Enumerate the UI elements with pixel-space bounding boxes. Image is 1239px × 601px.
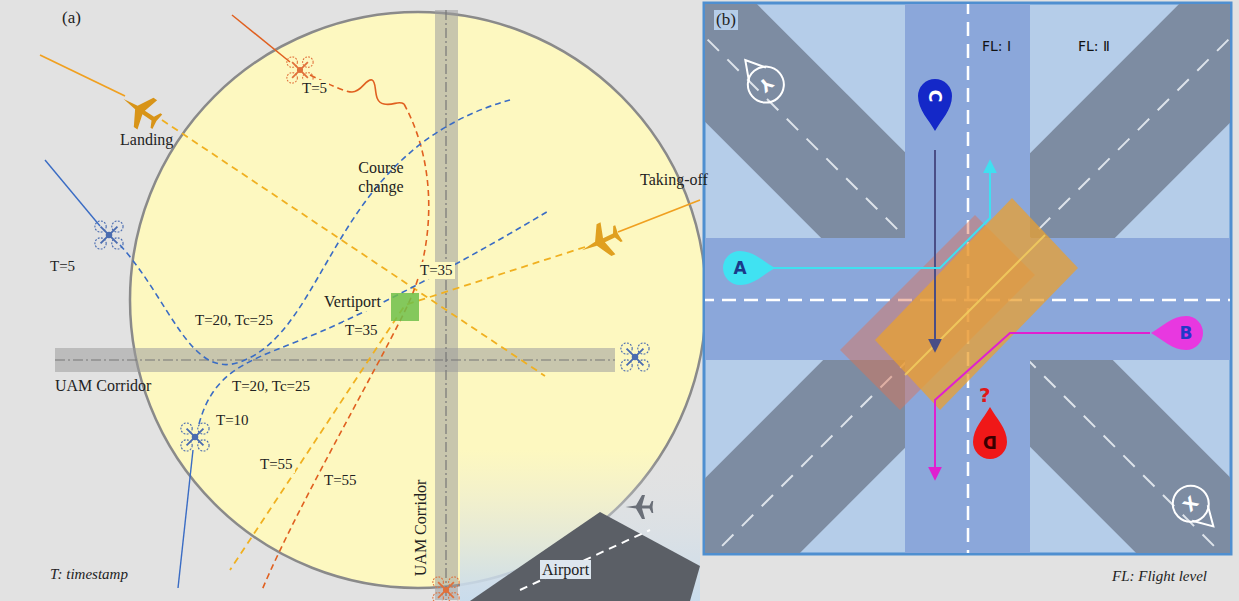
aircraft-pin: A — [720, 248, 776, 288]
panel-b — [668, 0, 1239, 601]
aircraft-label: Taking-off — [640, 170, 708, 189]
vertiport-label: Vertiport — [322, 292, 383, 311]
timestamp: T=55 — [322, 472, 359, 489]
flight-level-label: FL: Ⅱ — [1078, 38, 1110, 55]
timestamp: T=5 — [50, 258, 75, 275]
pin-letter: C — [924, 76, 946, 116]
corridor-label: UAM Corridor — [411, 480, 430, 576]
timestamp: T=20, Tc=25 — [193, 312, 275, 329]
timestamp: T=55 — [258, 456, 295, 473]
timestamp: T=5 — [300, 80, 329, 97]
timestamp: T=20, Tc=25 — [230, 378, 312, 395]
timestamp: T=10 — [214, 412, 251, 429]
pin-letter: B — [1166, 322, 1206, 344]
timestamp: T=35 — [418, 262, 455, 279]
pin-letter: A — [720, 257, 760, 279]
aircraft-pin: B — [1150, 313, 1206, 353]
flight-level-label: FL: I — [982, 38, 1011, 55]
panel-letter: (b) — [714, 10, 738, 30]
note: T: timestamp — [50, 566, 128, 583]
corridor-label: UAM Corridor — [55, 376, 151, 395]
pin-shape — [1150, 313, 1206, 353]
aircraft-label: Landing — [120, 130, 173, 149]
unknown-mark: ? — [979, 384, 991, 407]
panel-letter: (a) — [62, 8, 81, 28]
event-label: Course change — [345, 158, 417, 196]
pin-shape — [915, 76, 955, 132]
pin-shape — [720, 248, 776, 288]
aircraft-pin: C — [915, 76, 955, 132]
aircraft-pin: D — [970, 406, 1010, 462]
panel-a — [40, 10, 706, 601]
airport-label: Airport — [540, 560, 591, 579]
timestamp: T=35 — [343, 322, 380, 339]
pin-letter: D — [970, 431, 1010, 453]
note: FL: Flight level — [1112, 568, 1207, 585]
